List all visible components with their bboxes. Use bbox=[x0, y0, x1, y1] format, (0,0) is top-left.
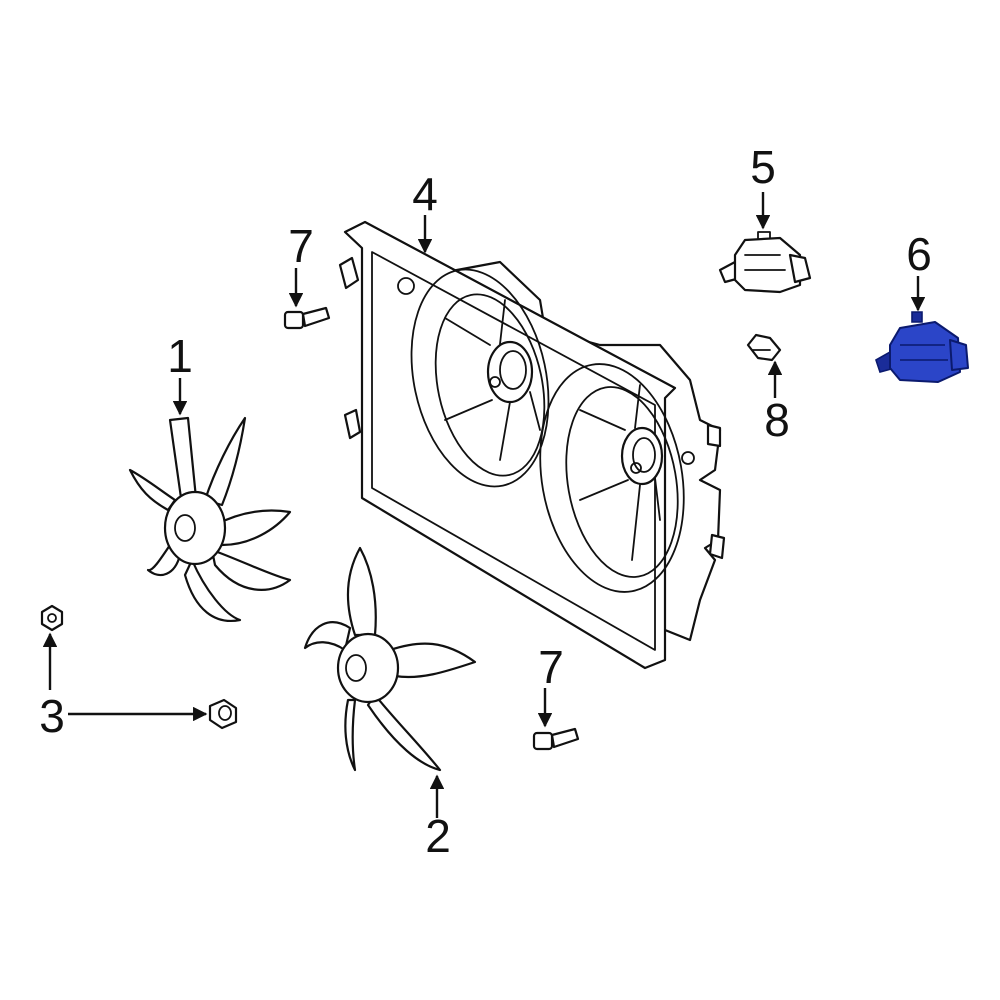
retainer-clip-8[interactable] bbox=[746, 333, 782, 362]
callout-4[interactable]: 4 bbox=[412, 168, 438, 220]
fan-motor-5[interactable] bbox=[718, 231, 812, 294]
leader-lines bbox=[42, 192, 926, 818]
callout-8[interactable]: 8 bbox=[764, 394, 790, 446]
cooling-fan-2[interactable] bbox=[303, 546, 477, 772]
fan-shroud-assembly[interactable] bbox=[338, 220, 726, 670]
callout-2[interactable]: 2 bbox=[425, 810, 451, 862]
bolt-7-upper[interactable] bbox=[283, 306, 331, 330]
callout-7-upper[interactable]: 7 bbox=[288, 220, 314, 272]
nut-3-upper[interactable] bbox=[40, 604, 64, 632]
cooling-fan-1[interactable] bbox=[128, 416, 292, 622]
callout-1[interactable]: 1 bbox=[167, 330, 193, 382]
callout-7-lower[interactable]: 7 bbox=[538, 641, 564, 693]
callout-3[interactable]: 3 bbox=[39, 690, 65, 742]
callout-5[interactable]: 5 bbox=[750, 141, 776, 193]
fan-motor-6-highlighted[interactable] bbox=[875, 311, 969, 383]
nut-3-lower[interactable] bbox=[208, 698, 238, 730]
bolt-7-lower[interactable] bbox=[532, 727, 580, 751]
callout-6[interactable]: 6 bbox=[906, 228, 932, 280]
